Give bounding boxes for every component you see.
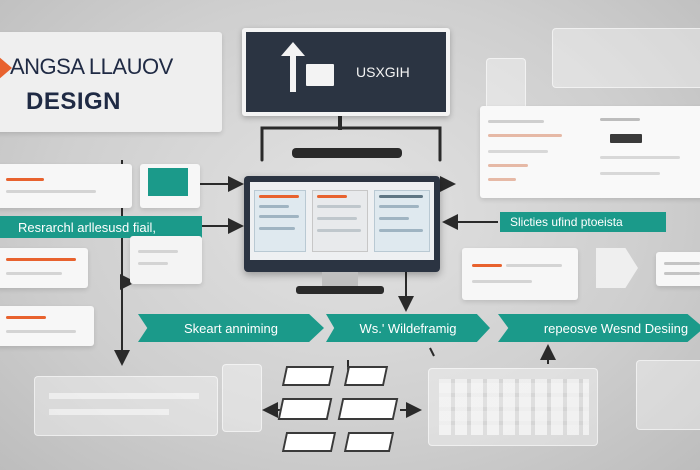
left-card-1 xyxy=(0,164,132,208)
wireframe-icon-3 xyxy=(277,398,333,420)
wireframe-icon-6 xyxy=(343,432,395,452)
stage-1-label: Skeart anniming xyxy=(184,320,278,336)
right-card-1 xyxy=(462,248,578,300)
top-monitor: USXGIH xyxy=(242,28,450,116)
screen-pane-1 xyxy=(254,190,306,252)
logo-arrow-icon xyxy=(0,56,12,80)
stage-2-label: Ws.' Wildeframig xyxy=(359,320,457,336)
left-card-2 xyxy=(0,248,88,288)
ghost-card-tr-1 xyxy=(552,28,700,88)
research-banner-label: Resrarchl arllesusd fiail, xyxy=(18,219,156,235)
top-monitor-label: USXGIH xyxy=(356,64,410,80)
stage-3-label: repeosve Wesnd Desiing xyxy=(543,320,689,336)
stand-bracket xyxy=(260,126,442,162)
center-monitor xyxy=(244,176,440,272)
wireframe-icon-4 xyxy=(337,398,399,420)
ghost-keyboard xyxy=(428,368,598,446)
ghost-panel-bottom-mid xyxy=(222,364,262,432)
left-card-3 xyxy=(130,236,202,284)
stage-1-sketch: Skeart anniming xyxy=(138,314,324,342)
center-screen xyxy=(250,182,434,260)
logo-line-1: ANGSA LLAUOV xyxy=(10,54,173,79)
center-monitor-stand xyxy=(322,272,358,286)
upload-arrow-icon xyxy=(281,42,305,92)
ghost-panel-bottom-right xyxy=(636,360,700,430)
teal-block-icon xyxy=(148,168,188,196)
top-monitor-base xyxy=(292,148,402,158)
wireframe-icon-1 xyxy=(281,366,335,386)
folder-icon xyxy=(306,64,334,86)
wireframe-icon-2 xyxy=(343,366,389,386)
screen-pane-3 xyxy=(374,190,430,252)
logo-card: ANGSA LLAUOV DESIGN xyxy=(0,32,222,132)
wireframe-icon-5 xyxy=(281,432,337,452)
studies-banner-label: Slicties ufind ptoeista xyxy=(510,215,623,229)
screen-pane-2 xyxy=(312,190,368,252)
logo-line-2: DESIGN xyxy=(26,88,122,115)
stage-2-wireframing: Ws.' Wildeframig xyxy=(326,314,490,342)
left-card-4 xyxy=(0,306,94,346)
studies-banner: Slicties ufind ptoeista xyxy=(500,212,666,232)
right-document-panel xyxy=(480,106,700,198)
left-card-teal xyxy=(140,164,200,208)
center-monitor-base xyxy=(296,286,384,294)
ghost-panel-bottom-left xyxy=(34,376,218,436)
research-banner: Resrarchl arllesusd fiail, xyxy=(0,216,202,238)
stage-3-responsive-design: repeosve Wesnd Desiing xyxy=(498,314,700,342)
tick-bottom-b xyxy=(429,347,435,357)
right-card-2 xyxy=(656,252,700,286)
